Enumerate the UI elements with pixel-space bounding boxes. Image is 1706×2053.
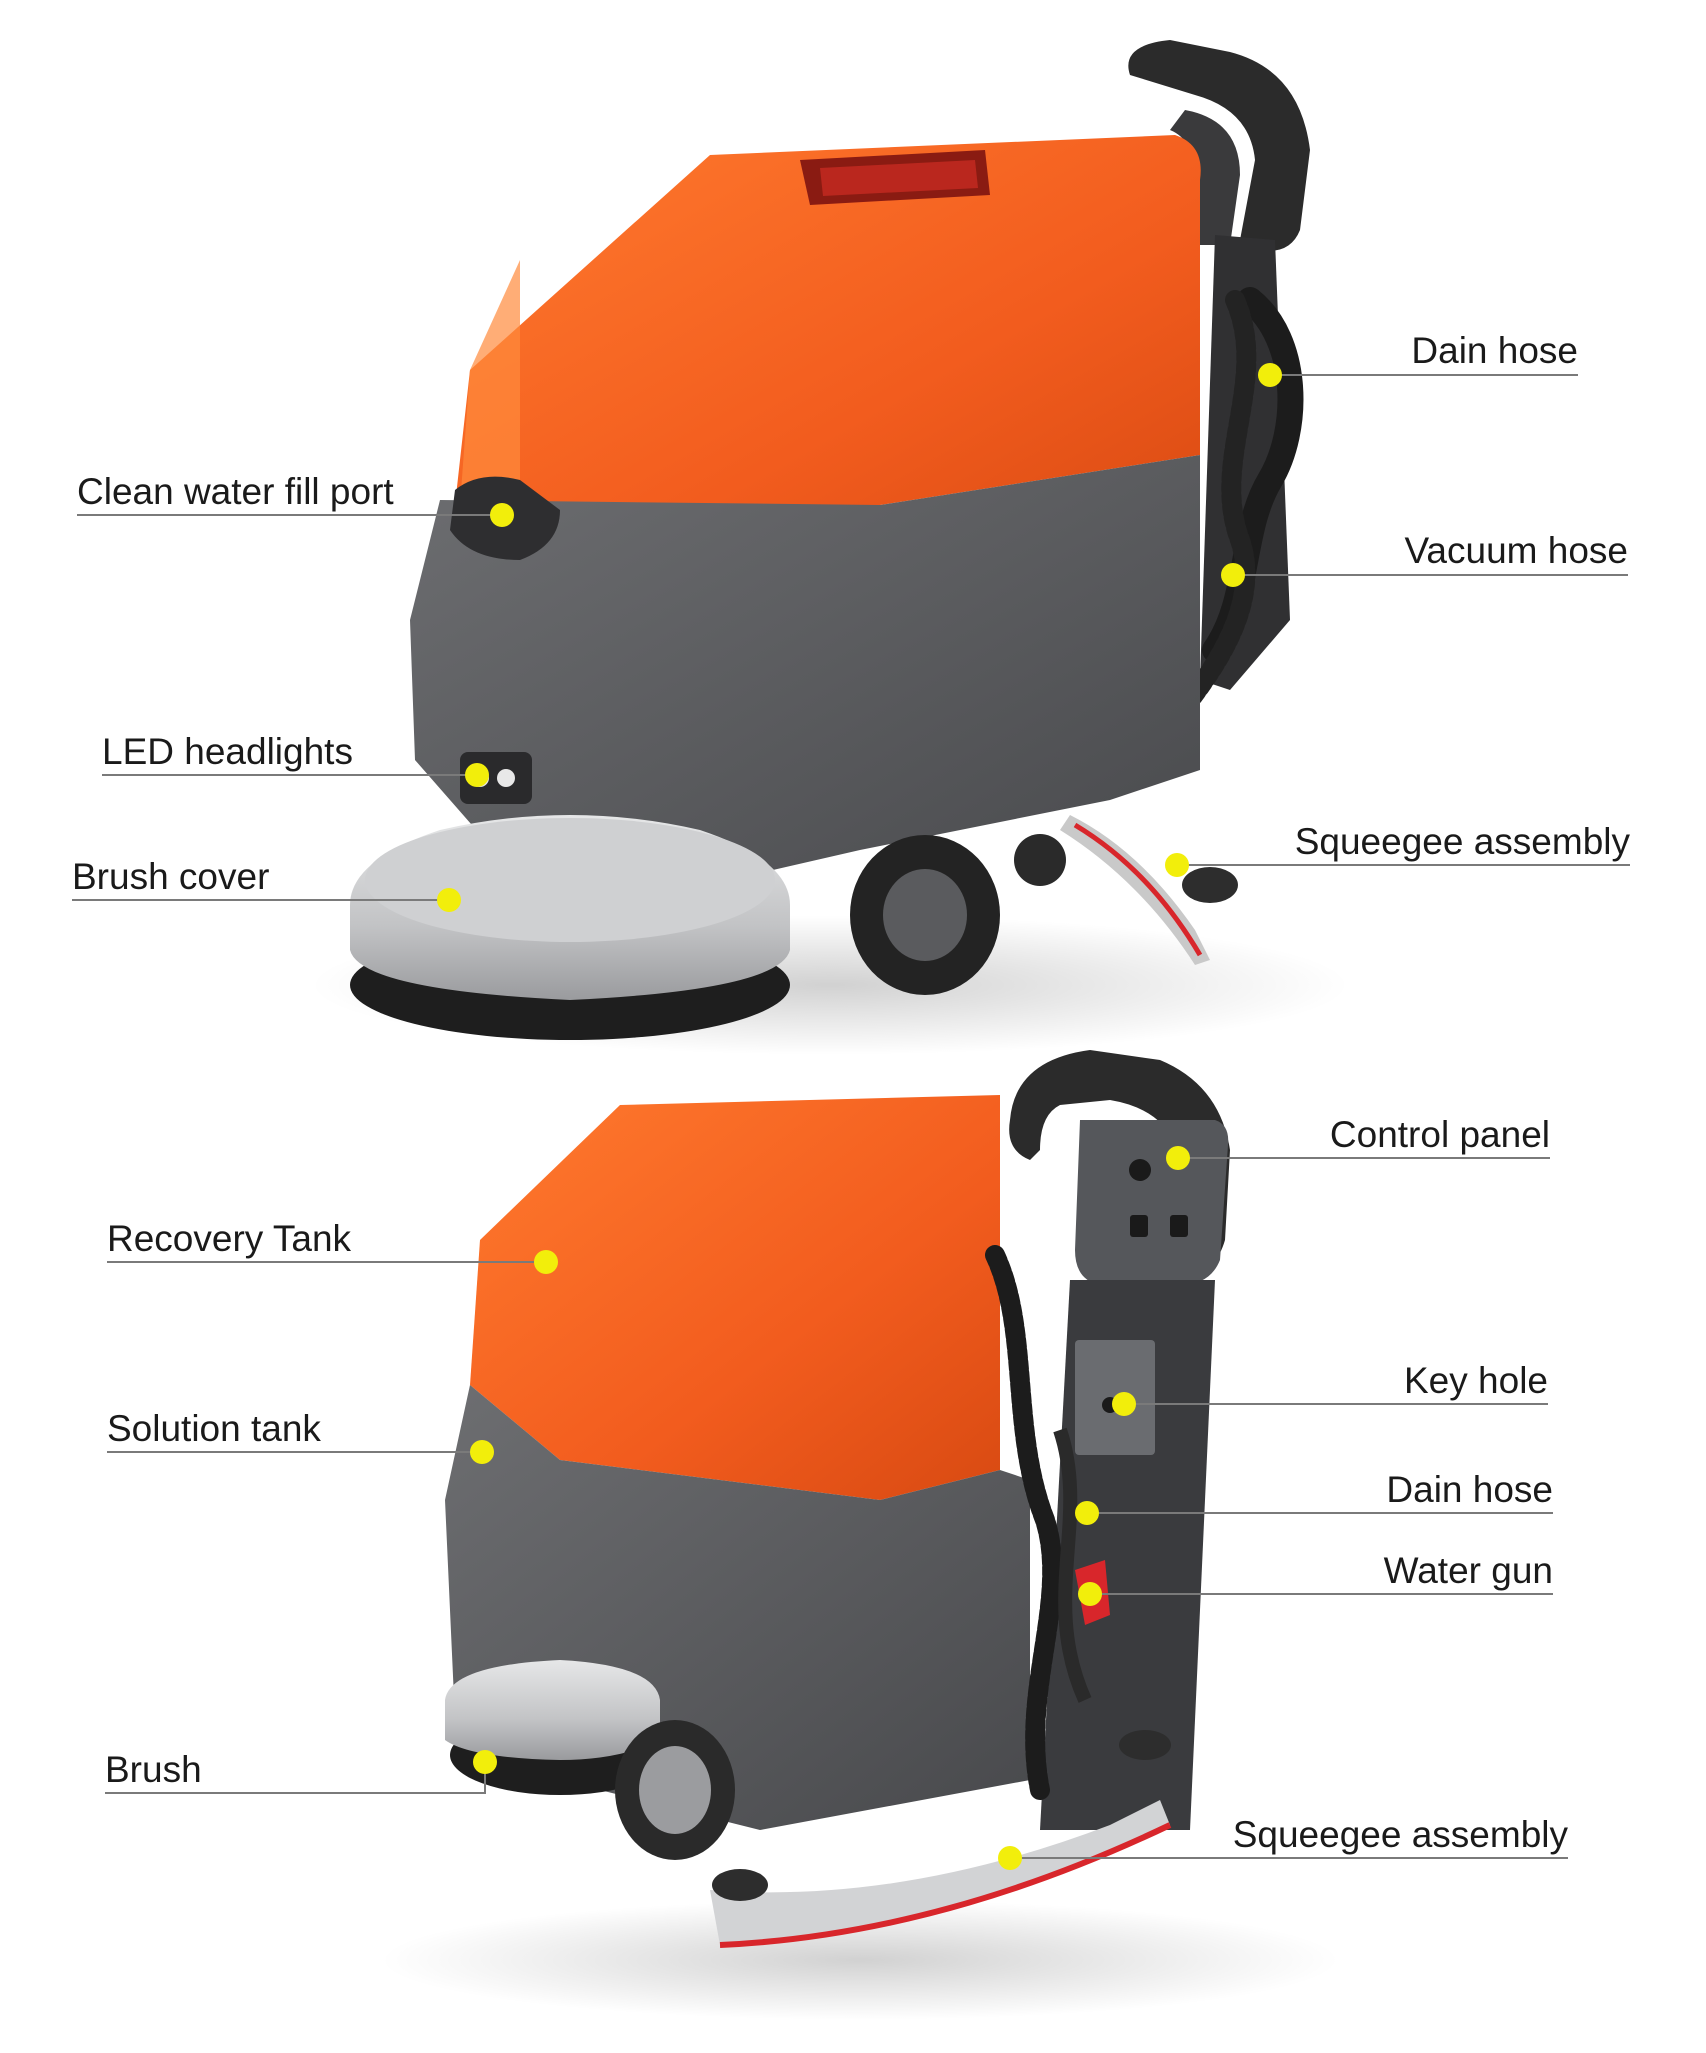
top-led-lamp-2 xyxy=(497,769,515,787)
bottom-control-panel xyxy=(1075,1120,1229,1285)
brush-cover-marker xyxy=(437,888,461,912)
squeegee-assembly-bottom-label: Squeegee assembly xyxy=(1232,1814,1568,1855)
squeegee-assembly-top-label: Squeegee assembly xyxy=(1294,821,1630,862)
brush-label: Brush xyxy=(105,1749,202,1790)
top-squeegee-blade xyxy=(1060,815,1210,965)
top-recovery-tank xyxy=(455,135,1201,560)
vacuum-hose-marker xyxy=(1221,563,1245,587)
brush-cover-label: Brush cover xyxy=(72,856,270,897)
top-brush-cover-top xyxy=(365,818,775,942)
solution-tank-label: Solution tank xyxy=(107,1408,321,1449)
top-squeegee-red-edge xyxy=(1073,822,1203,957)
dain-hose-bottom-label: Dain hose xyxy=(1386,1469,1553,1510)
recovery-tank-marker xyxy=(534,1250,558,1274)
bottom-squeegee-caster-right xyxy=(1119,1730,1171,1760)
bottom-machine xyxy=(380,1050,1340,2020)
key-hole-marker xyxy=(1112,1392,1136,1416)
top-vacuum-hose xyxy=(1180,290,1257,710)
top-rear-wheel-hub xyxy=(883,869,967,961)
top-machine xyxy=(310,40,1350,1055)
bottom-wheel-hub xyxy=(639,1746,711,1834)
bottom-squeegee-blade xyxy=(710,1800,1170,1945)
bottom-panel-switch-2 xyxy=(1170,1215,1188,1237)
top-handle xyxy=(1128,40,1310,251)
callout-layer xyxy=(72,363,1630,1870)
led-headlights-label: LED headlights xyxy=(102,731,353,772)
clean-water-fill-port-marker xyxy=(490,503,514,527)
recovery-tank-label: Recovery Tank xyxy=(107,1218,352,1259)
bottom-squeegee-caster-left xyxy=(712,1869,768,1901)
dain-hose-bottom-marker xyxy=(1075,1501,1099,1525)
top-display-window-grid xyxy=(820,160,978,196)
clean-water-fill-port-label: Clean water fill port xyxy=(77,471,394,512)
top-caster xyxy=(1014,834,1066,886)
control-panel-label: Control panel xyxy=(1329,1114,1550,1155)
led-headlights-marker xyxy=(465,763,489,787)
bottom-panel-gauge xyxy=(1129,1159,1151,1181)
squeegee-assembly-top-marker xyxy=(1165,853,1189,877)
top-tank-highlight xyxy=(460,260,520,505)
squeegee-assembly-bottom-marker xyxy=(998,1846,1022,1870)
bottom-water-gun-line xyxy=(1053,1427,1092,1703)
water-gun-marker xyxy=(1078,1582,1102,1606)
bottom-machine-shadow xyxy=(380,1900,1340,2020)
bottom-brush-cover xyxy=(445,1660,660,1760)
bottom-recovery-tank xyxy=(470,1095,1000,1500)
bottom-drain-hose xyxy=(985,1245,1063,1800)
top-solution-tank xyxy=(410,455,1200,905)
dain-hose-top-marker xyxy=(1258,363,1282,387)
vacuum-hose-label: Vacuum hose xyxy=(1404,530,1629,571)
top-squeegee-mount xyxy=(1182,867,1238,903)
control-panel-marker xyxy=(1166,1146,1190,1170)
solution-tank-marker xyxy=(470,1440,494,1464)
key-hole-label: Key hole xyxy=(1404,1360,1548,1401)
brush-marker xyxy=(473,1750,497,1774)
dain-hose-top-label: Dain hose xyxy=(1411,330,1578,371)
water-gun-label: Water gun xyxy=(1383,1550,1553,1591)
bottom-squeegee-red-edge xyxy=(719,1822,1172,1948)
bottom-panel-switch-1 xyxy=(1130,1215,1148,1237)
